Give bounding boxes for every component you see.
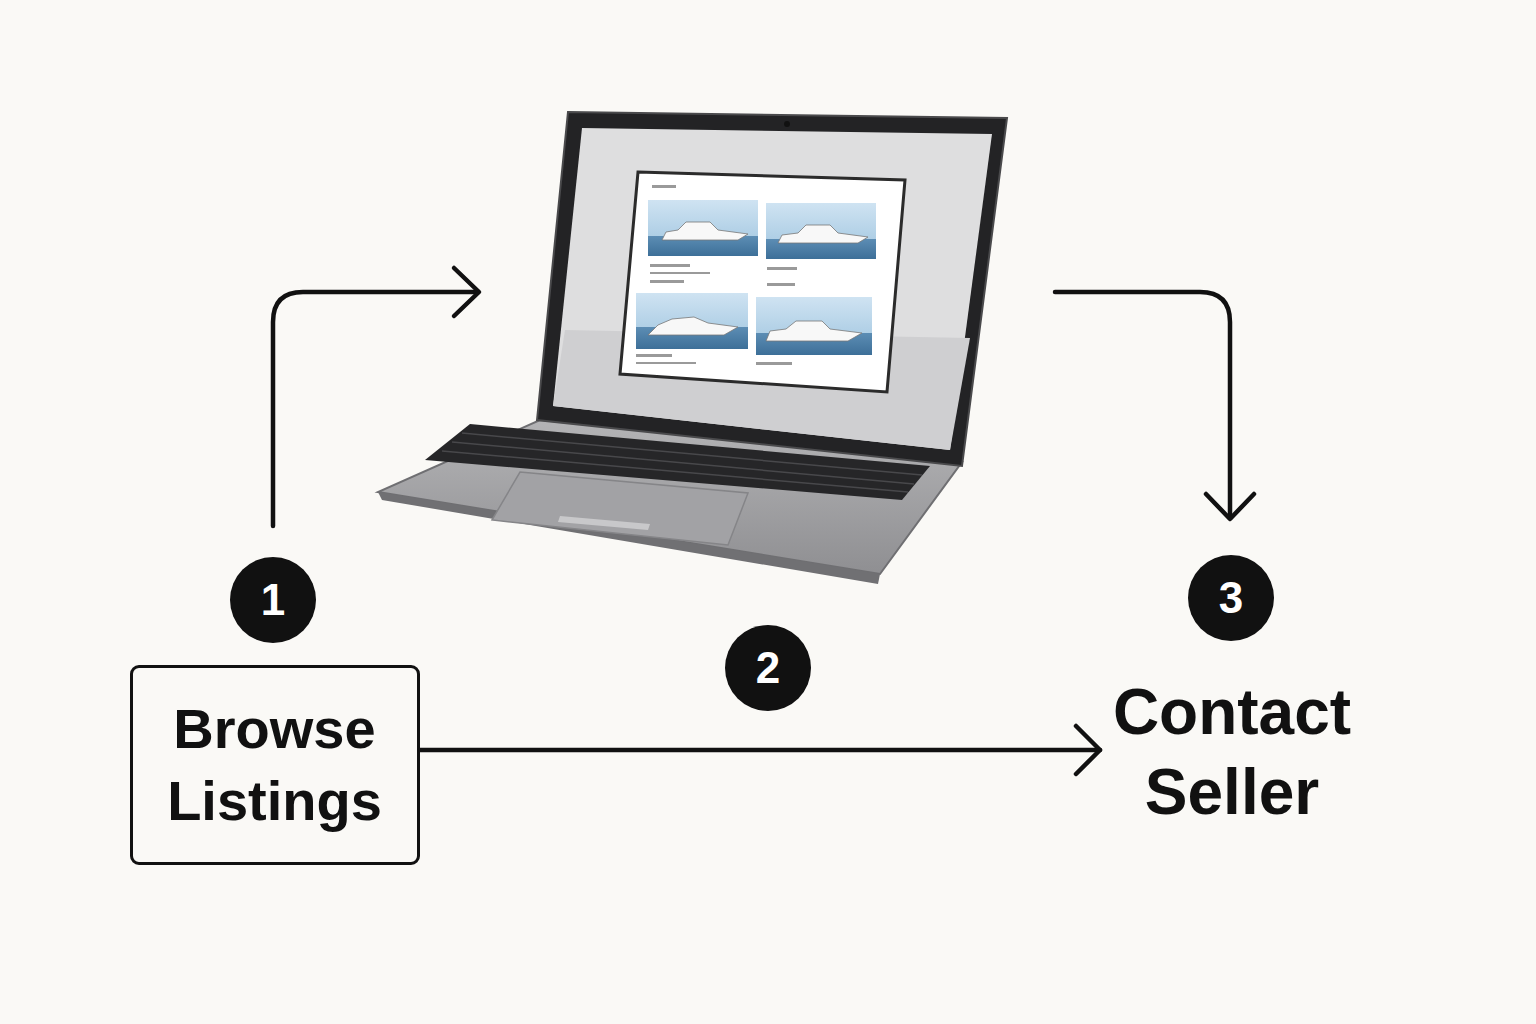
filled-circle <box>1188 555 1274 641</box>
thumb-sky <box>636 293 748 349</box>
listing-thumbnail <box>648 200 758 256</box>
text-line <box>650 264 690 267</box>
step-node: 3Contact Seller <box>1100 555 1364 835</box>
box-label: Browse Listings <box>133 668 416 861</box>
listing-thumbnail <box>636 293 748 349</box>
text-line <box>767 267 797 270</box>
listing-thumbnail <box>756 297 872 355</box>
listing-thumbnail <box>766 203 876 259</box>
step-number-circle: 1 <box>230 557 316 643</box>
step-number: 2 <box>725 625 811 711</box>
thumb-boat <box>766 321 862 341</box>
text-line <box>636 362 696 364</box>
thumb-boat <box>662 222 748 240</box>
connector-line <box>420 748 1100 753</box>
text-line <box>650 280 684 283</box>
text-line <box>636 354 672 357</box>
text-line <box>767 283 795 286</box>
thumb-sky <box>756 297 872 355</box>
flow-connector <box>420 726 1100 774</box>
filled-circle <box>230 557 316 643</box>
thumb-boat <box>778 225 868 243</box>
step-number-circle: 2 <box>725 625 811 711</box>
step-number: 3 <box>1188 555 1274 641</box>
laptop-camera <box>784 121 790 127</box>
listing-text-lines <box>636 185 797 365</box>
laptop-notch <box>558 516 650 530</box>
flow-arrow <box>1055 292 1230 518</box>
filled-circle <box>725 625 811 711</box>
process-box: Browse Listings <box>130 665 420 865</box>
thumb-boat <box>648 317 738 335</box>
step-label: Contact Seller <box>1090 672 1374 832</box>
display-floor <box>553 330 970 450</box>
arrow-head <box>1076 726 1100 774</box>
text-line <box>650 272 710 274</box>
thumb-sky <box>648 200 758 256</box>
arrow-head <box>1206 494 1254 519</box>
browser-window <box>620 172 905 392</box>
laptop-lid <box>537 112 1007 466</box>
thumb-sky <box>766 203 876 259</box>
laptop-trackpad <box>492 472 748 545</box>
text-line <box>652 185 676 188</box>
step-number: 1 <box>230 557 316 643</box>
arrow-head <box>454 268 479 316</box>
text-line <box>756 362 792 365</box>
laptop-display <box>553 128 992 450</box>
flow-arrow <box>273 292 478 526</box>
